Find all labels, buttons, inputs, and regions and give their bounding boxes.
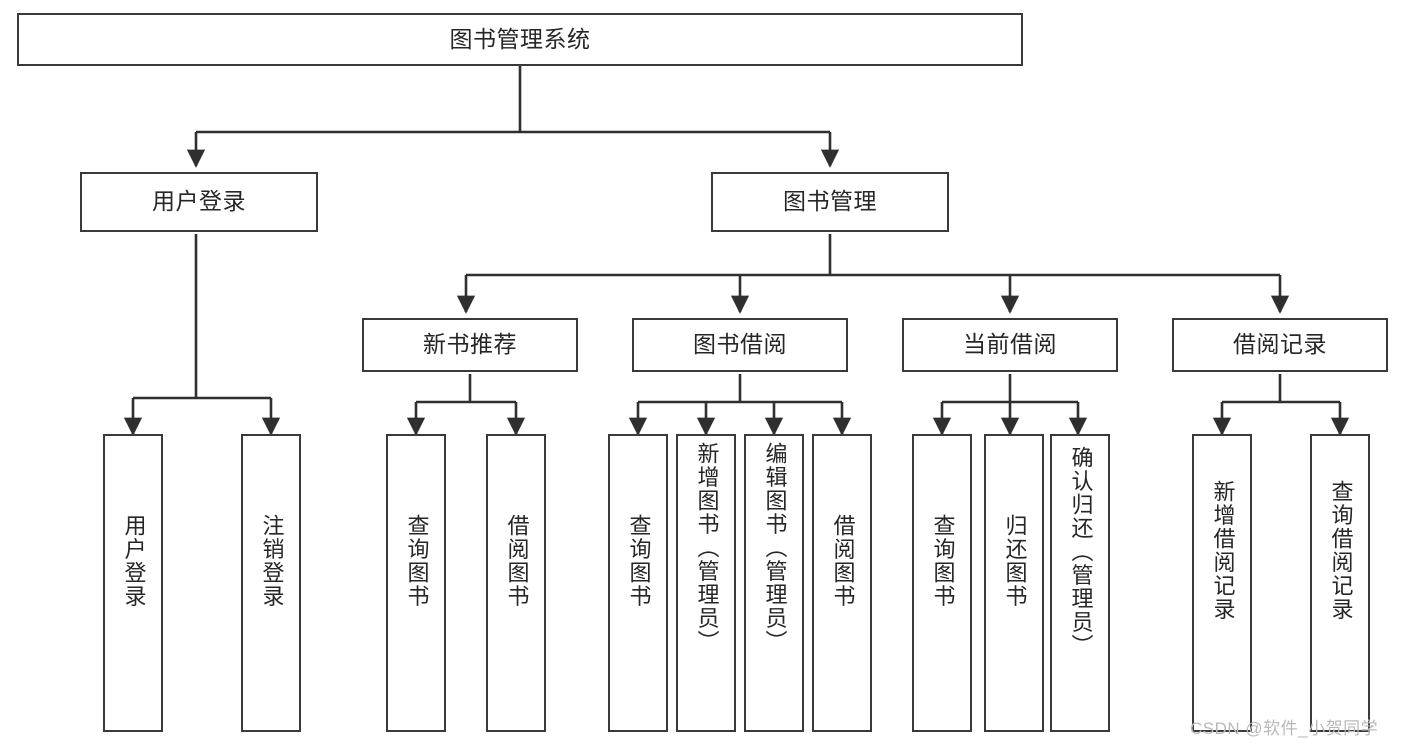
node-label: 图书管理系统 — [449, 25, 591, 52]
node-book-management[interactable]: 图书管理 — [711, 172, 949, 232]
node-label: 图书管理 — [783, 188, 877, 215]
node-label: 图书借阅 — [693, 331, 787, 358]
leaf-logout[interactable]: 注销登录 — [241, 434, 301, 732]
node-label: 注销登录 — [259, 514, 285, 608]
node-label: 借阅图书 — [830, 514, 856, 608]
node-label: 借阅图书 — [504, 514, 530, 608]
leaf-borrow-book[interactable]: 借阅图书 — [812, 434, 872, 732]
watermark-text: CSDN @软件_小贺同学 — [1190, 719, 1379, 738]
leaf-user-login[interactable]: 用户登录 — [103, 434, 163, 732]
node-label: 新增借阅记录 — [1210, 480, 1236, 621]
node-label: 编辑图书（管理员） — [762, 442, 788, 654]
node-current-borrow[interactable]: 当前借阅 — [902, 318, 1118, 372]
node-label: 新书推荐 — [423, 331, 517, 358]
node-label: 查询图书 — [626, 514, 652, 608]
leaf-add-borrow-record[interactable]: 新增借阅记录 — [1192, 434, 1252, 732]
node-label: 用户登录 — [121, 514, 147, 608]
leaf-query-book-current[interactable]: 查询图书 — [912, 434, 972, 732]
leaf-query-borrow-record[interactable]: 查询借阅记录 — [1310, 434, 1370, 732]
node-label: 查询图书 — [404, 514, 430, 608]
node-user-login[interactable]: 用户登录 — [80, 172, 318, 232]
node-label: 查询图书 — [930, 514, 956, 608]
leaf-return-book[interactable]: 归还图书 — [984, 434, 1044, 732]
node-book-borrow[interactable]: 图书借阅 — [632, 318, 848, 372]
node-label: 查询借阅记录 — [1328, 480, 1354, 621]
node-label: 当前借阅 — [963, 331, 1057, 358]
node-label: 借阅记录 — [1233, 331, 1327, 358]
node-label: 新增图书（管理员） — [694, 442, 720, 654]
node-root-book-management-system[interactable]: 图书管理系统 — [17, 13, 1023, 66]
leaf-borrow-book-recommend[interactable]: 借阅图书 — [486, 434, 546, 732]
leaf-confirm-return-admin[interactable]: 确认归还（管理员） — [1050, 434, 1110, 732]
leaf-add-book-admin[interactable]: 新增图书（管理员） — [676, 434, 736, 732]
leaf-query-book-recommend[interactable]: 查询图书 — [386, 434, 446, 732]
node-label: 确认归还（管理员） — [1068, 446, 1094, 658]
leaf-edit-book-admin[interactable]: 编辑图书（管理员） — [744, 434, 804, 732]
node-new-book-recommend[interactable]: 新书推荐 — [362, 318, 578, 372]
leaf-query-book-borrow[interactable]: 查询图书 — [608, 434, 668, 732]
node-label: 用户登录 — [152, 188, 246, 215]
node-borrow-record[interactable]: 借阅记录 — [1172, 318, 1388, 372]
node-label: 归还图书 — [1002, 514, 1028, 608]
